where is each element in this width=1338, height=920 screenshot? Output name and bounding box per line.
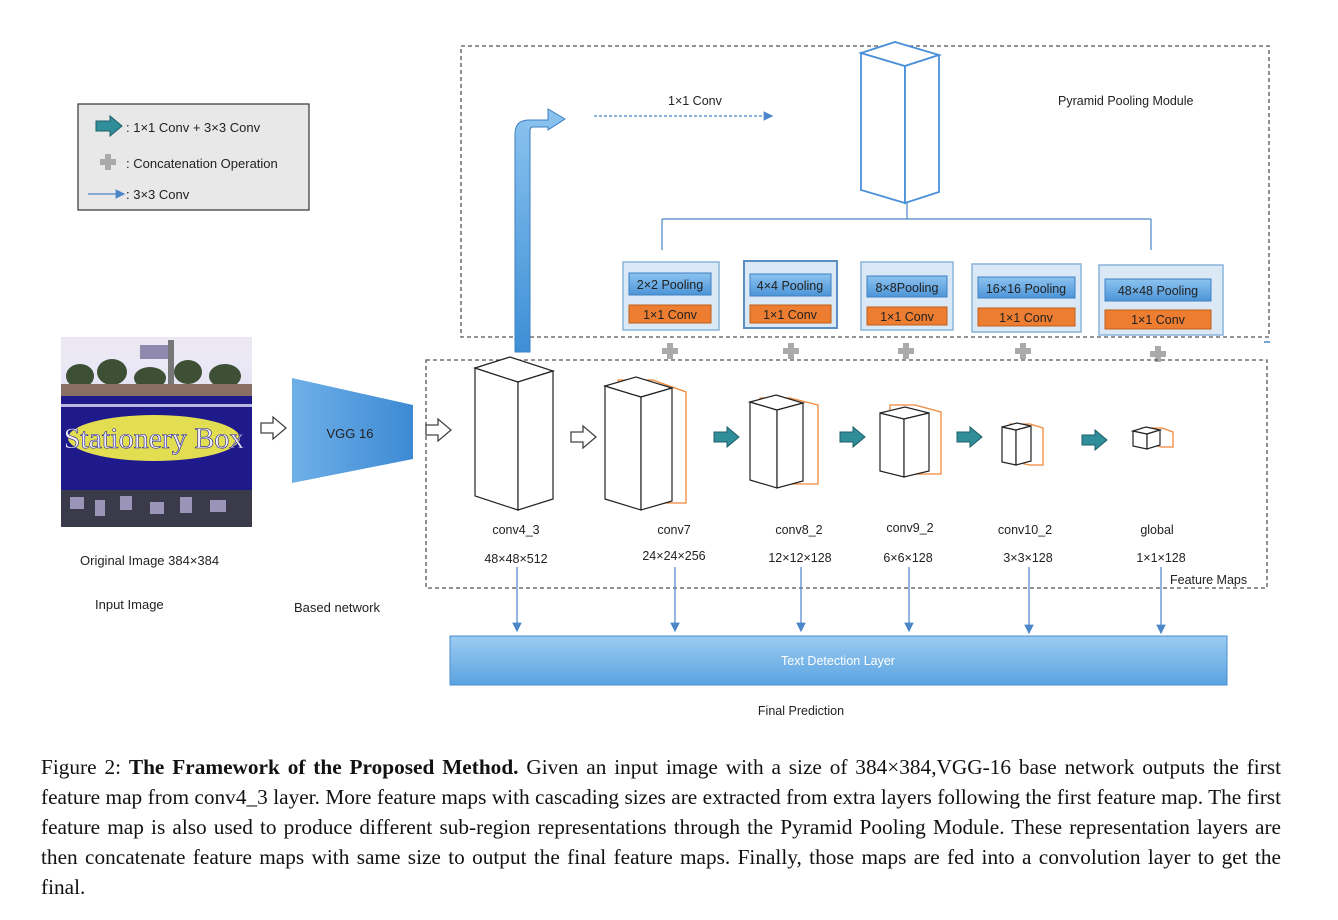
feature-map-block [1130, 426, 1174, 450]
thick-teal-arrow-icon [839, 425, 866, 449]
feature-maps-title: Feature Maps [1170, 573, 1247, 587]
feature-map-labels: conv4_3 48×48×512 conv7 24×24×256 conv8_… [484, 521, 1185, 566]
input-image: Stationery Box [61, 337, 252, 527]
feature-map-block [879, 404, 942, 478]
thick-teal-arrow-icon [1081, 428, 1108, 452]
gray-plus-icon [662, 343, 678, 359]
detection-layer-label: Text Detection Layer [781, 654, 895, 668]
thick-teal-arrow-icon [713, 425, 740, 449]
pooling-branch: 48×48 Pooling 1×1 Conv [1098, 264, 1224, 336]
concat-feature-slab [857, 41, 943, 205]
hollow-arrow-icon [260, 415, 288, 441]
gray-plus-icon [898, 343, 914, 359]
pool-conv-label: 1×1 Conv [763, 308, 818, 322]
pool-label: 48×48 Pooling [1118, 284, 1198, 298]
teal-arrows [713, 425, 1108, 452]
pooling-branch: 4×4 Pooling 1×1 Conv [743, 260, 838, 329]
pool-label: 4×4 Pooling [757, 279, 823, 293]
pool-label: 8×8Pooling [876, 281, 939, 295]
thick-teal-arrow-icon [956, 425, 983, 449]
vgg16-block: VGG 16 [292, 378, 413, 483]
pooling-branch: 16×16 Pooling 1×1 Conv [971, 263, 1082, 333]
input-image-label: Input Image [95, 597, 164, 612]
gray-plus-icon [1150, 346, 1166, 362]
hollow-arrow-icon [570, 424, 598, 450]
feature-map-name: global [1140, 523, 1173, 537]
feature-map-size: 24×24×256 [642, 549, 705, 563]
pooling-branch: 2×2 Pooling 1×1 Conv [622, 261, 720, 331]
feature-map-block [602, 376, 687, 511]
pool-conv-label: 1×1 Conv [880, 310, 935, 324]
feature-map-size: 48×48×512 [484, 552, 547, 566]
gray-plus-icon [783, 343, 799, 359]
vgg-label: VGG 16 [327, 426, 374, 441]
pooling-branches: 2×2 Pooling 1×1 Conv 4×4 Pooling 1×1 Con… [622, 260, 1224, 336]
feature-map-name: conv4_3 [492, 523, 539, 537]
pooling-tree-connector [661, 203, 1152, 250]
concat-plus-icons [662, 343, 1166, 362]
detection-arrows [512, 567, 1166, 635]
feature-map-size: 12×12×128 [768, 551, 831, 565]
feature-map-block [473, 356, 555, 511]
text-detection-layer: Text Detection Layer [449, 635, 1228, 686]
feature-map-block [747, 394, 819, 489]
based-network-label: Based network [294, 600, 380, 615]
pool-conv-label: 1×1 Conv [999, 311, 1054, 325]
pooling-branch: 8×8Pooling 1×1 Conv [860, 261, 954, 331]
feature-maps-box [425, 359, 1268, 589]
feature-map-name: conv7 [657, 523, 690, 537]
pool-label: 2×2 Pooling [637, 278, 703, 292]
feature-map-size: 3×3×128 [1003, 551, 1052, 565]
pyramid-pooling-title: Pyramid Pooling Module [1058, 94, 1194, 108]
thick-teal-arrow-icon [95, 114, 123, 138]
figure-caption: Figure 2: The Framework of the Proposed … [41, 752, 1281, 902]
gray-plus-icon [100, 154, 116, 170]
caption-prefix: Figure 2: [41, 755, 129, 779]
feature-map-name: conv8_2 [775, 523, 822, 537]
legend-label-3x3: : 3×3 Conv [126, 187, 190, 202]
final-prediction-label: Final Prediction [758, 704, 844, 718]
feature-map-size: 6×6×128 [883, 551, 932, 565]
pyramid-pooling-module: Pyramid Pooling Module 1×1 Conv [460, 41, 1270, 338]
original-image-label: Original Image 384×384 [80, 553, 219, 568]
hollow-arrows [260, 415, 598, 450]
feature-map-name: conv10_2 [998, 523, 1052, 537]
sign-text: Stationery Box [64, 422, 245, 455]
pool-conv-label: 1×1 Conv [643, 308, 698, 322]
hollow-arrow-icon [425, 417, 453, 443]
legend-label-concat: : Concatenation Operation [126, 156, 278, 171]
feature-map-name: conv9_2 [886, 521, 933, 535]
gray-plus-icon [1015, 343, 1031, 359]
curved-up-arrow [514, 108, 566, 353]
top-conv-label: 1×1 Conv [668, 94, 723, 108]
caption-title: The Framework of the Proposed Method. [128, 755, 519, 779]
legend: : 1×1 Conv + 3×3 Conv : Concatenation Op… [77, 103, 310, 211]
feature-map-block [1001, 422, 1044, 466]
feature-map-size: 1×1×128 [1136, 551, 1185, 565]
pool-label: 16×16 Pooling [986, 282, 1066, 296]
legend-label-conv: : 1×1 Conv + 3×3 Conv [126, 120, 261, 135]
pool-conv-label: 1×1 Conv [1131, 313, 1186, 327]
framework-diagram: : 1×1 Conv + 3×3 Conv : Concatenation Op… [61, 41, 1270, 718]
caption-body: Given an input image with a size of 384×… [41, 755, 1281, 899]
